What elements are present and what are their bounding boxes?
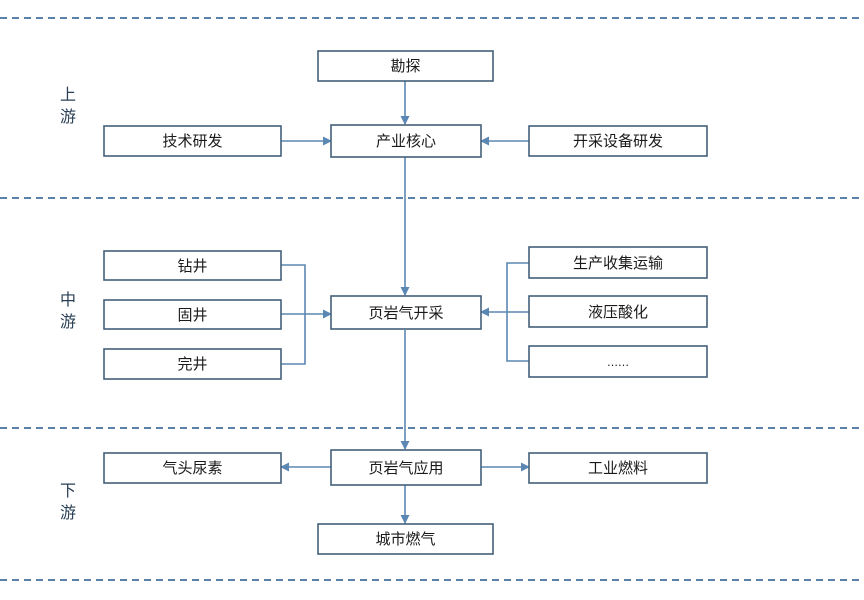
node-completion-label: 完井 xyxy=(177,355,207,373)
stage-downstream-char-2: 游 xyxy=(60,503,76,522)
node-completion: 完井 xyxy=(103,348,282,380)
stage-upstream-char-1: 上 xyxy=(60,85,76,104)
node-city-gas: 城市燃气 xyxy=(317,523,494,555)
node-industry-core: 产业核心 xyxy=(330,124,482,158)
node-shale-extraction-label: 页岩气开采 xyxy=(368,304,443,322)
node-industry-core-label: 产业核心 xyxy=(376,132,436,150)
node-production-transport: 生产收集运输 xyxy=(528,246,708,279)
node-industrial-fuel-label: 工业燃料 xyxy=(588,459,648,477)
node-fracturing-acidizing: 液压酸化 xyxy=(528,295,708,328)
stage-midstream-char-1: 中 xyxy=(60,290,76,309)
node-ellipsis-label: …… xyxy=(607,356,629,369)
node-shale-extraction: 页岩气开采 xyxy=(330,295,482,330)
node-equipment-rd-label: 开采设备研发 xyxy=(573,132,663,150)
connectors xyxy=(280,81,530,524)
node-tech-rd-label: 技术研发 xyxy=(162,132,222,150)
node-shale-application: 页岩气应用 xyxy=(330,449,482,486)
stage-upstream-char-2: 游 xyxy=(60,107,76,126)
node-fertilizer-label: 气头尿素 xyxy=(162,459,222,477)
node-drilling-label: 钻井 xyxy=(177,257,207,275)
stage-downstream-char-1: 下 xyxy=(60,481,76,500)
node-exploration-label: 勘探 xyxy=(390,57,420,75)
node-shale-application-label: 页岩气应用 xyxy=(368,459,443,477)
node-fracturing-acidizing-label: 液压酸化 xyxy=(588,303,648,321)
node-fertilizer: 气头尿素 xyxy=(103,452,282,484)
node-cementing-label: 固井 xyxy=(177,306,207,324)
stage-midstream-char-2: 游 xyxy=(60,312,76,331)
node-cementing: 固井 xyxy=(103,299,282,330)
node-ellipsis: …… xyxy=(528,345,708,378)
node-tech-rd: 技术研发 xyxy=(103,125,282,157)
node-industrial-fuel: 工业燃料 xyxy=(528,452,708,484)
node-exploration: 勘探 xyxy=(317,50,494,82)
stage-label-upstream: 上 游 xyxy=(60,85,76,126)
node-production-transport-label: 生产收集运输 xyxy=(573,254,663,272)
node-city-gas-label: 城市燃气 xyxy=(375,530,435,548)
stage-label-midstream: 中 游 xyxy=(60,290,76,331)
stage-label-downstream: 下 游 xyxy=(60,481,76,522)
node-drilling: 钻井 xyxy=(103,250,282,281)
node-equipment-rd: 开采设备研发 xyxy=(528,125,708,157)
